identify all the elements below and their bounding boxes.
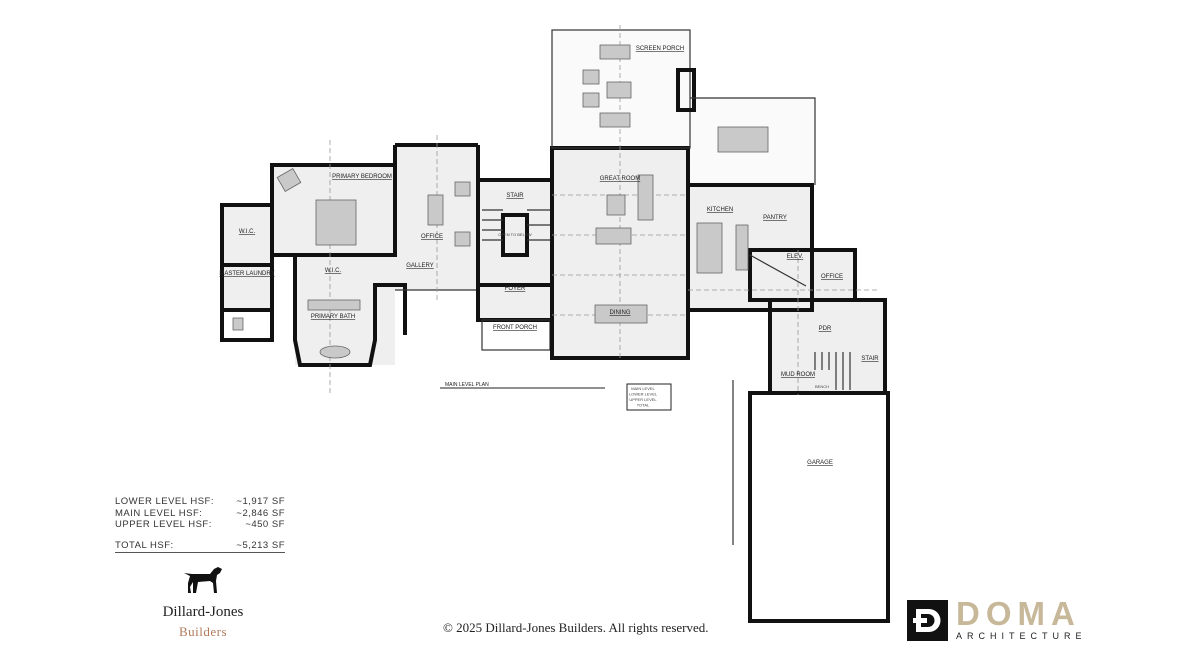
label-garage: GARAGE bbox=[807, 460, 833, 466]
label-mud-room: MUD ROOM bbox=[781, 372, 815, 378]
level-box-lower: LOWER LEVEL bbox=[629, 392, 658, 397]
label-wic-1: W.I.C. bbox=[239, 229, 256, 235]
label-office-2: OFFICE bbox=[821, 274, 843, 280]
hsf-row-total: TOTAL HSF: ~5,213 SF bbox=[115, 539, 285, 553]
hsf-label: MAIN LEVEL HSF: bbox=[115, 507, 203, 519]
hsf-value: ~2,846 SF bbox=[236, 507, 285, 519]
plan-title-block: MAIN LEVEL PLAN MAIN LEVEL LOWER LEVEL U… bbox=[440, 382, 672, 411]
label-stair-2: STAIR bbox=[861, 356, 879, 362]
stair-treads bbox=[482, 209, 851, 390]
label-master-laundry: MASTER LAUNDRY bbox=[219, 271, 274, 277]
label-dining: DINING bbox=[610, 310, 631, 316]
architect-logo: DOMA ARCHITECTURE bbox=[907, 595, 1087, 641]
hsf-summary-table: LOWER LEVEL HSF: ~1,917 SF MAIN LEVEL HSF… bbox=[115, 496, 285, 553]
label-screen-porch: SCREEN PORCH bbox=[636, 46, 684, 52]
builder-logo: Dillard-Jones Builders bbox=[148, 565, 258, 640]
label-great-room: GREAT ROOM bbox=[600, 176, 640, 182]
builder-name: Dillard-Jones bbox=[162, 604, 244, 620]
label-pantry: PANTRY bbox=[763, 215, 787, 221]
dog-icon bbox=[184, 567, 222, 593]
hsf-value: ~1,917 SF bbox=[236, 496, 285, 507]
floor-fills bbox=[222, 30, 885, 393]
hsf-row-main: MAIN LEVEL HSF: ~2,846 SF bbox=[115, 508, 285, 520]
hsf-row-upper: UPPER LEVEL HSF: ~450 SF bbox=[115, 519, 285, 531]
label-elev: ELEV. bbox=[787, 254, 804, 260]
hsf-total-label: TOTAL HSF: bbox=[115, 539, 174, 551]
label-primary-bath: PRIMARY BATH bbox=[311, 314, 355, 320]
level-box-total: TOTAL bbox=[637, 403, 650, 408]
furniture bbox=[232, 44, 769, 359]
label-office: OFFICE bbox=[421, 234, 443, 240]
label-wic-2: W.I.C. bbox=[325, 268, 342, 274]
level-box-main: MAIN LEVEL bbox=[631, 386, 655, 391]
hsf-label: UPPER LEVEL HSF: bbox=[115, 519, 212, 530]
label-foyer: FOYER bbox=[505, 286, 526, 292]
label-open-to-below: OPEN TO BELOW bbox=[498, 232, 532, 237]
architect-name: DOMA bbox=[956, 595, 1081, 632]
label-kitchen: KITCHEN bbox=[707, 207, 733, 213]
copyright-notice: © 2025 Dillard-Jones Builders. All right… bbox=[443, 620, 709, 635]
room-labels: SCREEN PORCH GREAT ROOM KITCHEN PANTRY D… bbox=[219, 46, 879, 466]
doma-mark-icon bbox=[907, 599, 948, 641]
builder-sub: Builders bbox=[178, 624, 228, 639]
level-box-upper: UPPER LEVEL bbox=[629, 397, 657, 402]
label-pdr: PDR bbox=[819, 326, 832, 332]
architect-sub: ARCHITECTURE bbox=[956, 631, 1087, 641]
plan-title: MAIN LEVEL PLAN bbox=[445, 382, 489, 388]
label-stair: STAIR bbox=[506, 193, 524, 199]
label-front-porch: FRONT PORCH bbox=[493, 325, 537, 331]
hsf-label: LOWER LEVEL HSF: bbox=[115, 496, 214, 507]
label-bench: BENCH bbox=[815, 384, 829, 389]
label-gallery: GALLERY bbox=[406, 263, 434, 269]
label-primary-bedroom: PRIMARY BEDROOM bbox=[332, 174, 392, 180]
hsf-total-value: ~5,213 SF bbox=[236, 539, 285, 551]
hsf-row-lower: LOWER LEVEL HSF: ~1,917 SF bbox=[115, 496, 285, 508]
hsf-value: ~450 SF bbox=[245, 519, 285, 530]
